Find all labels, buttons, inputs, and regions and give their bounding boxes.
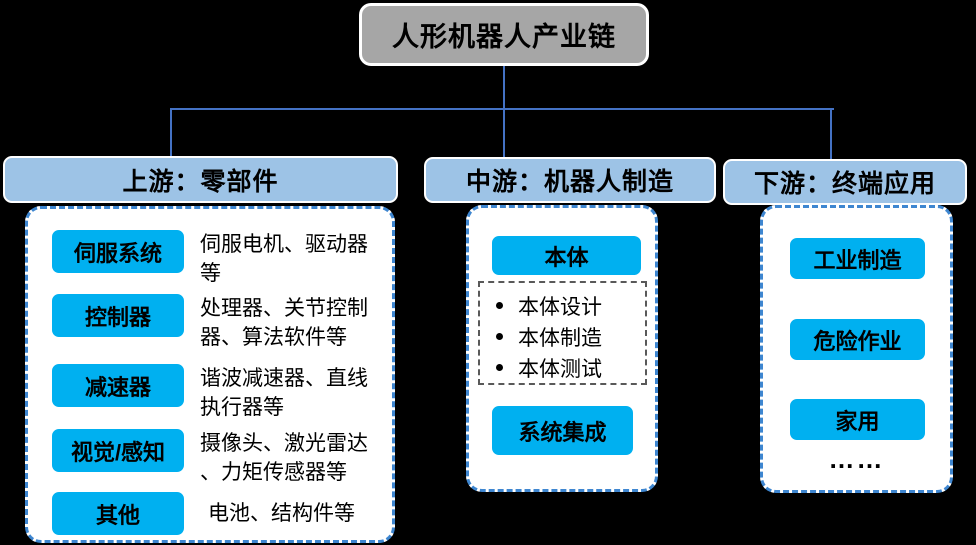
midstream-body-box: 本体	[490, 234, 643, 277]
connector-top-vertical	[503, 66, 505, 109]
bullet-dot	[496, 333, 503, 340]
diagram-title: 人形机器人产业链	[392, 22, 616, 52]
upstream-header-label: 上游：零部件	[122, 167, 279, 196]
upstream-item-desc: 谐波减速器、直线执行器等	[200, 367, 368, 419]
downstream-item-box: 危险作业	[788, 317, 927, 362]
bullet-dot	[496, 302, 503, 309]
downstream-item-box: 家用	[788, 397, 927, 442]
downstream-item-label: 家用	[835, 408, 880, 434]
upstream-item-desc: 伺服电机、驱动器等	[200, 233, 368, 285]
upstream-item-label-box: 控制器	[50, 292, 186, 339]
downstream-header: 下游：终端应用	[723, 159, 967, 205]
midstream-header-label: 中游：机器人制造	[465, 168, 674, 196]
midstream-body-label: 本体	[544, 244, 589, 270]
upstream-row: 控制器 处理器、关节控制器、算法软件等	[50, 292, 390, 352]
upstream-row: 其他 电池、结构件等	[50, 490, 390, 537]
bullet-label: 本体测试	[518, 357, 602, 381]
connector-mid-vertical	[503, 110, 505, 158]
bullet-label: 本体制造	[518, 326, 602, 350]
upstream-item-label: 伺服系统	[73, 240, 162, 266]
downstream-ellipsis: ……	[828, 444, 885, 474]
upstream-item-label: 其他	[95, 502, 140, 528]
upstream-item-label: 视觉/感知	[70, 439, 166, 465]
bullet-item: 本体制造	[496, 321, 645, 352]
upstream-item-desc: 处理器、关节控制器、算法软件等	[200, 297, 368, 349]
upstream-item-label-box: 伺服系统	[50, 228, 186, 275]
upstream-item-label: 控制器	[84, 304, 151, 330]
downstream-item-label: 危险作业	[813, 328, 902, 354]
upstream-item-label-box: 减速器	[50, 362, 186, 409]
upstream-header: 上游：零部件	[3, 156, 398, 203]
downstream-item-box: 工业制造	[788, 236, 927, 281]
upstream-item-label-box: 其他	[50, 490, 186, 537]
midstream-integration-label: 系统集成	[518, 419, 607, 445]
bullet-item: 本体设计	[496, 290, 645, 321]
bullet-label: 本体设计	[518, 295, 602, 319]
upstream-item-desc: 电池、结构件等	[208, 502, 355, 525]
upstream-row: 减速器 谐波减速器、直线执行器等	[50, 362, 390, 422]
downstream-header-label: 下游：终端应用	[753, 170, 936, 198]
connector-horizontal	[170, 108, 834, 110]
midstream-integration-box: 系统集成	[490, 404, 635, 457]
downstream-item-label: 工业制造	[813, 247, 902, 273]
upstream-item-label: 减速器	[84, 374, 151, 400]
connector-left-vertical	[170, 110, 172, 158]
upstream-item-label-box: 视觉/感知	[50, 427, 186, 474]
bullet-dot	[496, 364, 503, 371]
connector-right-vertical	[830, 110, 832, 160]
midstream-bullet-box: 本体设计 本体制造 本体测试	[478, 281, 647, 385]
diagram-title-node: 人形机器人产业链	[359, 3, 649, 66]
midstream-header: 中游：机器人制造	[424, 157, 716, 203]
upstream-item-desc: 摄像头、激光雷达、力矩传感器等	[200, 432, 368, 484]
upstream-row: 伺服系统 伺服电机、驱动器等	[50, 228, 390, 288]
bullet-item: 本体测试	[496, 352, 645, 383]
upstream-row: 视觉/感知 摄像头、激光雷达、力矩传感器等	[50, 427, 390, 487]
